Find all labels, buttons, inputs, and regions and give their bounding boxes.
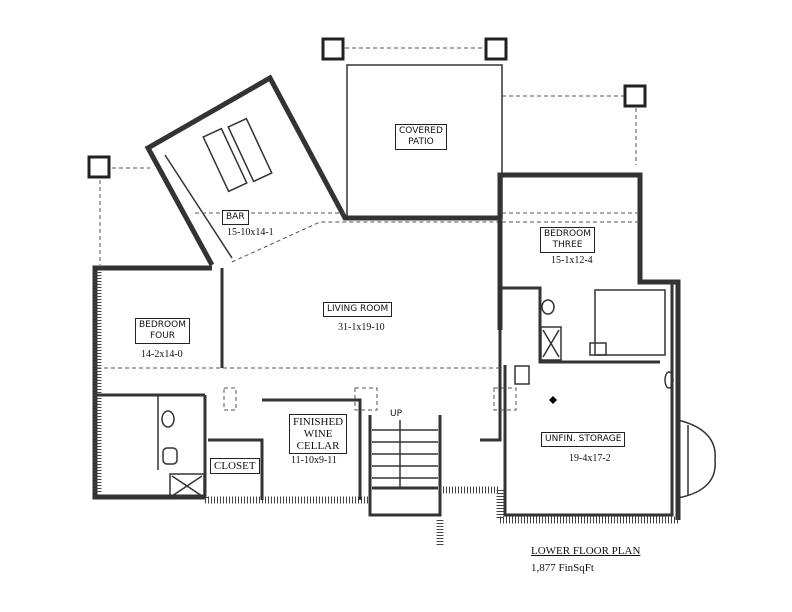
bar-size: 15-10x14-1 — [227, 227, 274, 238]
room-name: COVERED — [399, 126, 443, 136]
room-name: FINISHED — [293, 416, 344, 428]
plan-area: 1,877 FinSqFt — [531, 562, 594, 574]
bar-label: BAR — [222, 210, 249, 225]
room-name: FOUR — [149, 331, 176, 341]
room-name: CELLAR — [296, 440, 340, 452]
room-name: PATIO — [408, 137, 434, 147]
unfin-storage-label: UNFIN. STORAGE — [541, 432, 626, 447]
exterior-walls — [92, 218, 678, 545]
wine-cellar-size: 11-10x9-11 — [291, 455, 337, 466]
room-name: WINE — [303, 428, 333, 440]
living-room-size: 31-1x19-10 — [338, 322, 385, 333]
post — [623, 84, 647, 108]
stairs-up-label: UP — [390, 409, 403, 419]
room-name: BEDROOM — [139, 320, 186, 330]
post — [87, 155, 111, 179]
plan-title: LOWER FLOOR PLAN — [531, 545, 641, 557]
bar-walls — [144, 74, 500, 267]
room-name: THREE — [552, 240, 583, 250]
bedroom-three-size: 15-1x12-4 — [551, 255, 593, 266]
stair-treads — [372, 420, 438, 490]
room-name: BEDROOM — [544, 229, 591, 239]
interior-walls — [97, 365, 716, 500]
unfin-storage-size: 19-4x17-2 — [569, 453, 611, 464]
bedroom-three-walls — [497, 172, 681, 520]
patio-posts — [87, 37, 647, 179]
bedroom-four-size: 14-2x14-0 — [141, 349, 183, 360]
living-room-label: LIVING ROOM — [323, 302, 393, 317]
closet-label: CLOSET — [210, 458, 260, 474]
post — [321, 37, 345, 61]
post — [484, 37, 508, 61]
